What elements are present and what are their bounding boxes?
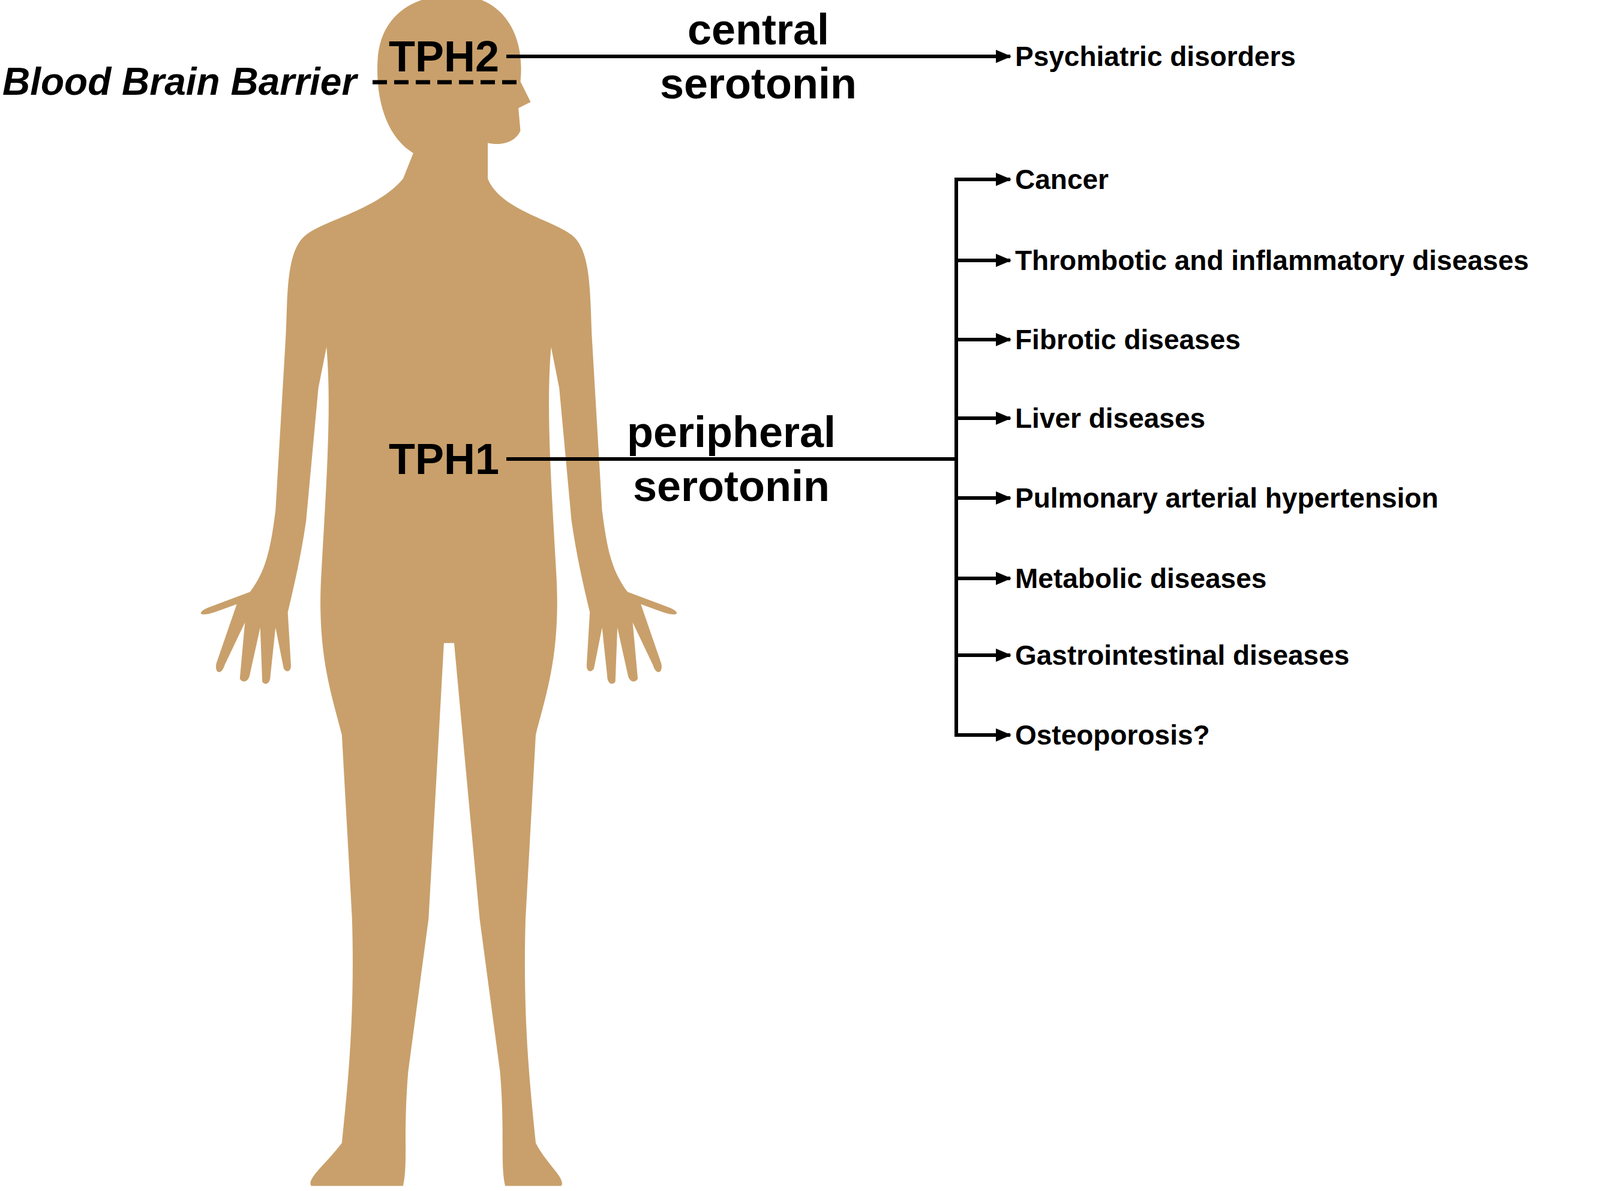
disease-label: Liver diseases xyxy=(1015,402,1206,435)
disease-label: Psychiatric disorders xyxy=(1015,40,1296,73)
node-text: Psychiatric disorders xyxy=(1015,40,1296,73)
node-text: Metabolic diseases xyxy=(1015,562,1267,595)
node-text: Cancer xyxy=(1015,163,1109,196)
enzyme-label: TPH1 xyxy=(388,434,500,485)
blood-brain-barrier-line xyxy=(372,80,518,85)
node-text: TPH2 xyxy=(388,31,500,82)
disease-label: Gastrointestinal diseases xyxy=(1015,639,1350,672)
node-text: Pulmonary arterial hypertension xyxy=(1015,482,1439,515)
node-text: Osteoporosis? xyxy=(1015,719,1211,752)
human-silhouette xyxy=(200,0,677,1187)
disease-label: Cancer xyxy=(1015,163,1109,196)
node-text: Gastrointestinal diseases xyxy=(1015,639,1350,672)
disease-label: Pulmonary arterial hypertension xyxy=(1015,482,1439,515)
node-text: Fibrotic diseases xyxy=(1015,323,1241,356)
node-text: Liver diseases xyxy=(1015,402,1206,435)
barrier-label: Blood Brain Barrier xyxy=(2,59,357,105)
edge-label: peripheral serotonin xyxy=(626,404,836,513)
edge-label: central serotonin xyxy=(659,2,857,111)
disease-label: Osteoporosis? xyxy=(1015,719,1211,752)
disease-label: Thrombotic and inflammatory diseases xyxy=(1015,244,1529,277)
disease-label: Fibrotic diseases xyxy=(1015,323,1241,356)
body-outline xyxy=(200,0,677,1187)
enzyme-label: TPH2 xyxy=(388,31,500,82)
connector-arrow xyxy=(506,54,1011,59)
node-text: Thrombotic and inflammatory diseases xyxy=(1015,244,1529,277)
disease-label: Metabolic diseases xyxy=(1015,562,1267,595)
node-text: TPH1 xyxy=(388,434,500,485)
